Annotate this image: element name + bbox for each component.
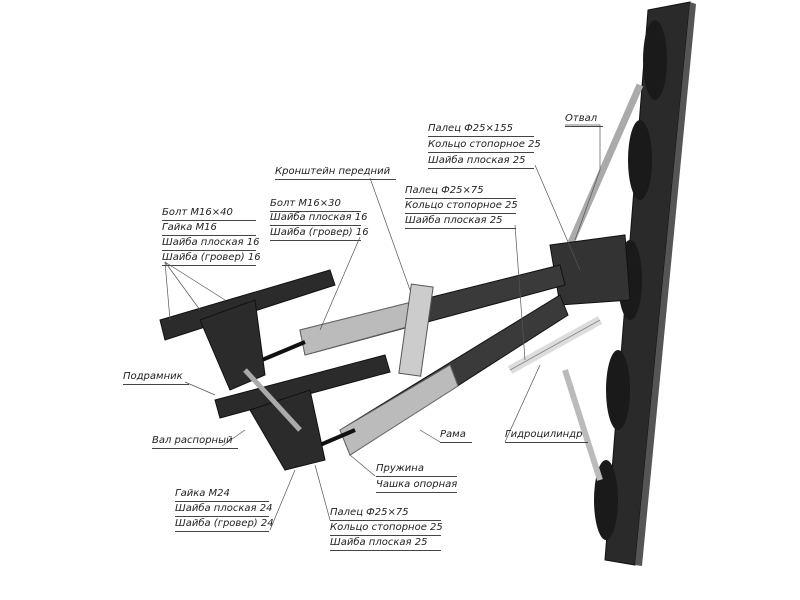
label-grover-24: Шайба (гровер) 24 [175,517,274,532]
lower-strut [562,369,603,481]
label-pin-top: Палец Ф25×155 [428,122,534,137]
springs [261,340,356,447]
label-front-bracket: Кронштейн передний [275,165,397,180]
label-bolt-m16x40: Болт М16×40 [162,206,256,221]
label-spring: Пружина [376,462,457,477]
label-washer-top: Шайба плоская 25 [428,154,534,169]
label-grover-16-a: Шайба (гровер) 16 [162,251,261,266]
label-washer-24: Шайба плоская 24 [175,502,272,517]
label-bolt-m16x30: Болт М16×30 [270,197,361,212]
label-blade: Отвал [565,112,604,127]
label-washer-16-b: Шайба плоская 16 [270,211,367,226]
label-hydraulic-cylinder: Гидроцилиндр [505,428,589,443]
spacer-shaft [243,368,302,432]
label-ring-bottom: Кольцо стопорное 25 [330,521,443,536]
label-washer-mid: Шайба плоская 25 [405,214,516,229]
front-bracket [398,283,434,377]
label-nut-m24: Гайка М24 [175,487,269,502]
label-grover-16-b: Шайба (гровер) 16 [270,226,369,241]
label-pin-bottom: Палец Ф25×75 [330,506,441,521]
label-pin-mid: Палец Ф25×75 [405,184,516,199]
subframe-plate-lower [214,354,391,419]
blade-edge [635,2,696,566]
label-washer-bottom: Шайба плоская 25 [330,536,441,551]
label-subframe: Подрамник [123,370,189,385]
label-ring-top: Кольцо стопорное 25 [428,138,541,153]
label-frame: Рама [440,428,472,443]
label-support-cup: Чашка опорная [376,478,457,493]
label-ring-mid: Кольцо стопорное 25 [405,199,518,214]
leader-lines [164,124,601,531]
label-nut-m16: Гайка М16 [162,221,256,236]
label-spacer-shaft: Вал распорный [152,434,239,449]
label-washer-16-a: Шайба плоская 16 [162,236,259,251]
upper-strut [566,83,644,247]
pivot-bracket [549,234,631,306]
